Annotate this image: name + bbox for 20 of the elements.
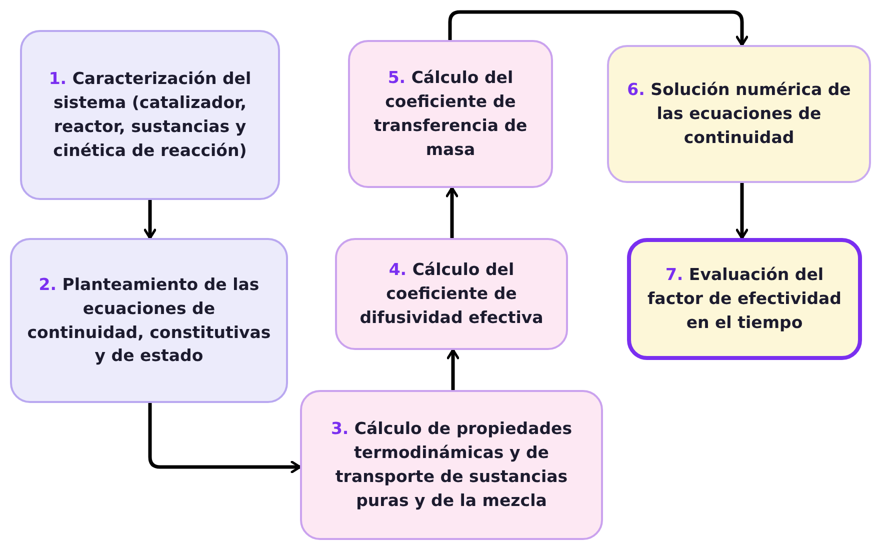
process-box — [10, 238, 288, 403]
step-text: 1. Caracterización del sistema (catalizador, reactor, sustancias y cinética de reacción) — [48, 68, 252, 162]
step-text: 4. Cálculo del coeficiente de difusividad efectiva — [358, 259, 544, 329]
process-box — [335, 238, 568, 350]
step-text: 7. Evaluación del factor de efectividad en el tiempo — [646, 264, 842, 334]
arrow — [144, 200, 156, 240]
process-box — [627, 238, 862, 360]
arrow — [446, 348, 460, 390]
arrow — [448, 10, 748, 46]
arrow — [446, 186, 458, 238]
process-box — [20, 30, 280, 200]
arrow — [148, 403, 302, 474]
step-text: 6. Solución numérica de las ecuaciones de continuidad — [626, 79, 852, 149]
arrow — [736, 183, 748, 240]
process-box — [300, 390, 603, 540]
step-text: 5. Cálculo del coeficiente de transferencia de masa — [372, 67, 528, 161]
step-text: 2. Planteamiento de las ecuaciones de continuidad, constitutivas y de estado — [26, 274, 272, 368]
process-box — [348, 40, 553, 188]
step-text: 3. Cálculo de propiedades termodinámicas y de transporte de sustancias puras y de la mezcla — [330, 418, 574, 512]
process-box — [607, 45, 871, 183]
